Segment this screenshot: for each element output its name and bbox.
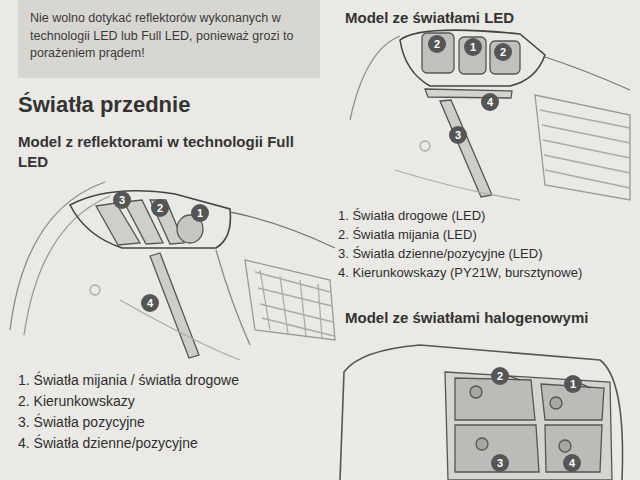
model-heading: Model ze światłami halogenowymi: [345, 308, 630, 328]
legend-item: 3. Światła dzienne/pozycyjne (LED): [338, 246, 543, 261]
legend-item: 1. Światła mijania / światła drogowe: [18, 372, 239, 388]
full-led-drawing: [10, 182, 335, 360]
halogen-drawing: [340, 345, 623, 480]
callout-number: 2: [151, 199, 169, 217]
callout-number: 4: [563, 454, 581, 472]
legend-item: 2. Kierunkowskazy: [18, 393, 135, 409]
callout-number: 2: [494, 43, 512, 61]
callout-number: 3: [113, 191, 131, 209]
callout-number: 2: [491, 367, 509, 385]
model-heading: Model z reflektorami w technologii Full …: [18, 132, 308, 173]
callout-number: 3: [449, 126, 467, 144]
callout-number: 3: [491, 454, 509, 472]
legend-item: 4. Kierunkowskazy (PY21W, bursztynowe): [338, 265, 582, 280]
model-heading: Model ze światłami LED: [345, 8, 625, 28]
callout-number: 4: [481, 93, 499, 111]
warning-text: Nie wolno dotykać reflektorów wykonanych…: [30, 10, 308, 63]
section-heading: Światła przednie: [18, 92, 190, 118]
callout-number: 1: [564, 375, 582, 393]
legend-item: 3. Światła pozycyjne: [18, 414, 145, 430]
callout-number: 1: [191, 204, 209, 222]
legend-item: 2. Światła mijania (LED): [338, 227, 477, 242]
legend-item: 4. Światła dzienne/pozycyjne: [18, 435, 198, 451]
callout-number: 4: [141, 294, 159, 312]
legend-item: 1. Światła drogowe (LED): [338, 208, 485, 223]
led-drawing: [350, 30, 630, 200]
callout-number: 2: [428, 35, 446, 53]
warning-note-box: Nie wolno dotykać reflektorów wykonanych…: [18, 0, 320, 78]
callout-number: 1: [464, 38, 482, 56]
